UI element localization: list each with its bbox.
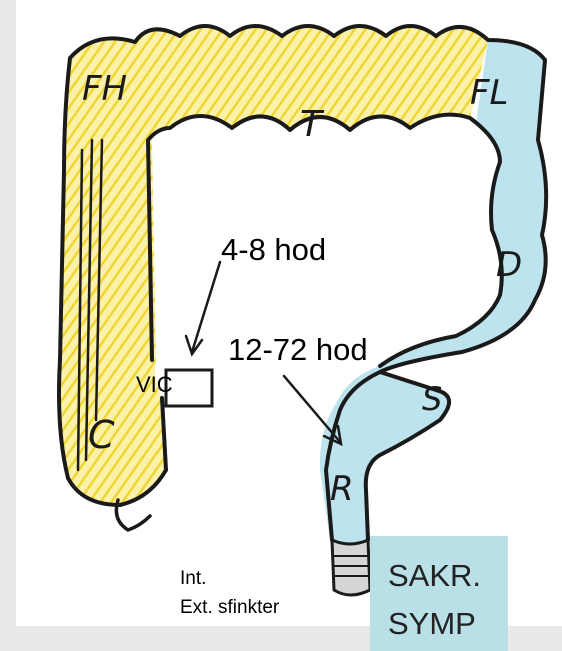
valve-label: VIC: [136, 372, 173, 398]
label-s: S: [422, 380, 442, 418]
innervation-line-2: SYMP: [388, 606, 476, 642]
innervation-box: SAKR. SYMP: [370, 536, 508, 651]
innervation-line-1: SAKR.: [388, 558, 481, 594]
label-d: D: [496, 245, 522, 285]
label-fh: FH: [82, 69, 127, 109]
transit-time-small-bowel: 4-8 hod: [221, 232, 326, 268]
arrow-to-valve: [186, 262, 220, 354]
anal-canal: [332, 540, 370, 595]
label-r: R: [330, 469, 354, 509]
label-c: C: [88, 413, 115, 457]
label-t: T: [300, 104, 325, 145]
internal-sphincter-label: Int.: [180, 568, 206, 590]
transit-time-colon: 12-72 hod: [228, 332, 368, 368]
external-sphincter-label: Ext. sfinkter: [180, 597, 279, 619]
label-fl: FL: [470, 73, 509, 113]
